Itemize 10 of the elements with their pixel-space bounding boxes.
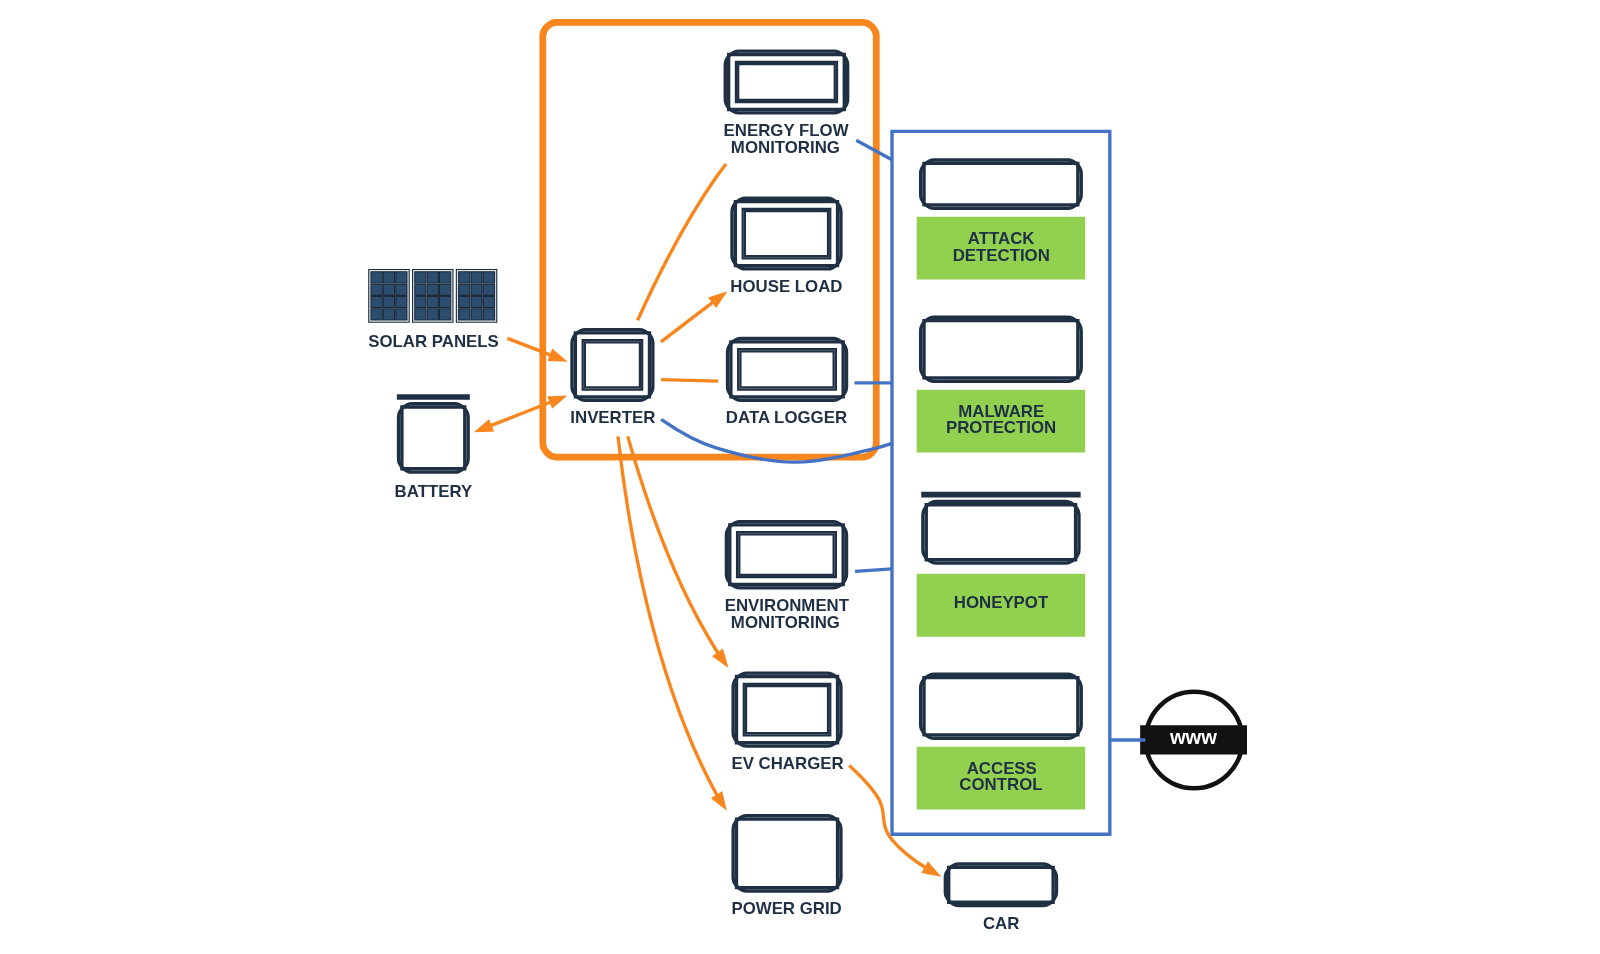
node-label: CAR bbox=[982, 913, 1019, 933]
node-label: INVERTER bbox=[569, 407, 655, 427]
node-label: DATA LOGGER bbox=[725, 407, 847, 427]
node-label: ENVIRONMENT MONITORING bbox=[724, 595, 849, 632]
node-label: ENERGY FLOW MONITORING bbox=[723, 120, 849, 157]
node-label: HOUSE LOAD bbox=[729, 276, 843, 296]
node-label: SOLAR PANELS bbox=[367, 331, 499, 351]
node-label: EV CHARGER bbox=[730, 753, 844, 773]
node-label: POWER GRID bbox=[730, 898, 842, 918]
node-label: BATTERY bbox=[394, 481, 472, 501]
